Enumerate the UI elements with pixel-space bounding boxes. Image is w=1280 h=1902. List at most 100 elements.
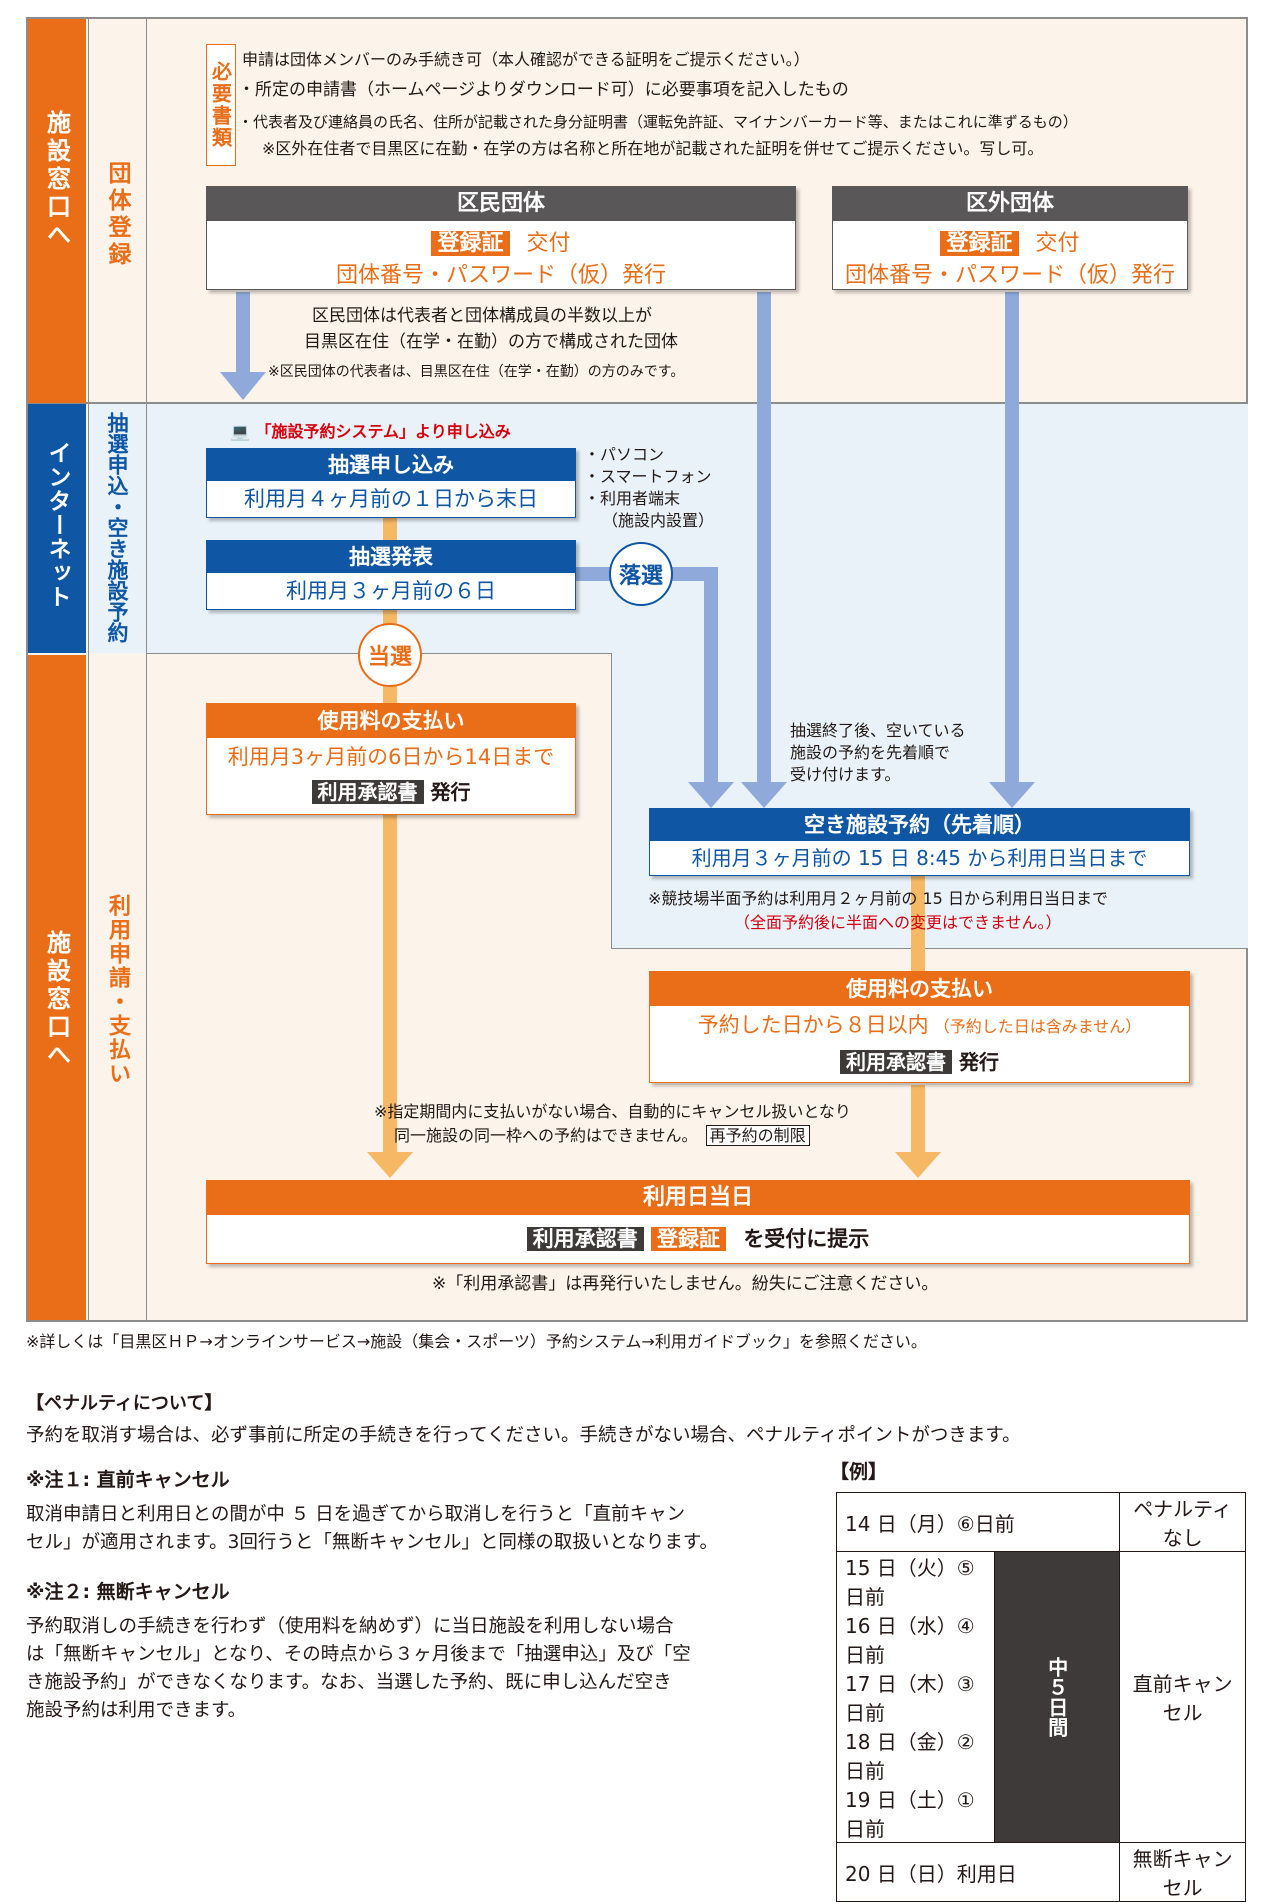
example-date: 20 日（日）利用日 [835,1842,1121,1902]
example-table: 14 日（月）⑥日前 ペナルティなし 15 日（火）⑤日前 中５日間 直前キャン… [835,1492,1246,1902]
stage-column-divider [146,19,147,1320]
internet-band [88,403,1248,653]
mid-days-label: 中５日間 [994,1551,1121,1843]
example-row: 20 日（日）利用日 無断キャンセル [835,1842,1246,1902]
use-day-line: 利用承認書 登録証 を受付に提示 [207,1215,1189,1263]
arrow-resident-vacancy-head [741,782,787,808]
payment2-box: 使用料の支払い 予約した日から８日以内 （予約した日は含みません） 利用承認書 … [649,971,1190,1083]
payment2-title: 使用料の支払い [650,972,1189,1006]
example-date: 18 日（金）②日前 [835,1726,996,1784]
use-day-title: 利用日当日 [207,1181,1189,1215]
arrow-outside-vacancy [1005,292,1019,784]
use-day-text: を受付に提示 [743,1227,870,1251]
lottery-apply-period: 利用月４ヶ月前の１日から末日 [244,487,538,511]
example-date: 15 日（火）⑤日前 [835,1551,996,1610]
vacancy-note-half: ※競技場半面予約は利用月２ヶ月前の 15 日から利用日当日まで [648,889,1108,908]
flow-arrows [220,292,1035,1178]
sidebar-label-middle: インターネット [44,441,70,609]
band-divider-top [28,402,1248,404]
stage-apply-pay: 利用申請・支払い [105,894,130,1086]
arrow-orange-pay1 [383,815,397,1155]
example-result: ペナルティなし [1119,1492,1246,1552]
resident-group-cert: 登録証 [431,231,510,256]
note2-line3: き施設予約」ができなくなります。なお、当選した予約、既に申し込んだ空き [26,1672,672,1693]
payment1-title: 使用料の支払い [207,704,575,738]
outside-group-cert-line: 登録証 交付 [833,225,1187,257]
stage-lottery: 抽選申込・空き施設予約 [105,412,129,643]
note2-line1: 予約取消しの手続きを行わず（使用料を納めず）に当日施設を利用しない場合 [26,1616,674,1637]
lottery-result-title: 抽選発表 [207,541,575,573]
required-line-2: ・所定の申請書（ホームページよりダウンロード可）に必要事項を記入したもの [238,80,849,100]
outside-group-box: 区外団体 登録証 交付 団体番号・パスワード（仮）発行 [832,186,1188,290]
use-day-doc: 利用承認書 [526,1227,644,1251]
payment1-doc: 利用承認書 [311,780,424,804]
payment2-period-line: 予約した日から８日以内 （予約した日は含みません） [650,1006,1189,1046]
penalty-heading: 【ペナルティについて】 [26,1393,223,1414]
sidebar-top [28,19,86,403]
resident-note-3: ※区民団体の代表者は、目黒区在住（在学・在勤）の方のみです。 [268,364,685,380]
system-label-text: 「施設予約システム」より申し込み [255,422,511,441]
note1-line2: セル」が適用されます。3回行うと「無断キャンセル」と同様の取扱いとなります。 [26,1532,719,1553]
vacancy-note-change: （全面予約後に半面への変更はできません。） [734,913,1062,932]
vacancy-title: 空き施設予約（先着順） [650,809,1189,841]
lottery-result-date: 利用月３ヶ月前の６日 [286,579,496,603]
payment2-period: 予約した日から８日以内 [697,1013,929,1037]
device-terminal-note: （施設内設置） [602,511,715,530]
resident-group-number: 団体番号・パスワード（仮）発行 [335,263,666,288]
device-terminal: ・利用者端末 [584,489,681,508]
sidebar-label-top: 施設窓口へ [42,110,71,250]
payment2-doc: 利用承認書 [840,1050,953,1074]
outside-group-issue: 交付 [1035,231,1080,256]
arrow-resident-down [236,292,250,372]
lottery-apply-title: 抽選申し込み [207,449,575,481]
example-row: 15 日（火）⑤日前 中５日間 直前キャンセル [835,1551,1246,1843]
mid-days-result: 直前キャンセル [1119,1551,1246,1843]
won-badge: 当選 [358,623,422,687]
arrow-orange-pay2 [911,1085,925,1155]
use-day-cert: 登録証 [651,1227,726,1251]
stage-registration: 団体登録 [104,161,130,269]
outside-group-cert: 登録証 [940,231,1019,256]
arrow-orange-lottery [383,517,397,545]
footer-reference: ※詳しくは「目黒区ＨＰ→オンラインサービス→施設（集会・スポーツ）予約システム→… [26,1332,927,1351]
arrow-resident-vacancy [757,292,771,784]
stage-column-divider-2 [88,19,89,1320]
payment2-period-note: （予約した日は含みません） [933,1017,1142,1036]
resident-group-title: 区民団体 [207,187,795,221]
payment1-box: 使用料の支払い 利用月3ヶ月前の6日から14日まで 利用承認書 発行 [206,703,576,815]
lottery-apply-box: 抽選申し込み 利用月４ヶ月前の１日から末日 [206,448,576,518]
penalty-intro: 予約を取消す場合は、必ず事前に所定の手続きを行ってください。手続きがない場合、ペ… [26,1425,1021,1446]
device-pc: ・パソコン [584,445,665,464]
vacancy-period: 利用月３ヶ月前の 15 日 8:45 から利用日当日まで [691,846,1148,870]
payment2-issue: 発行 [958,1050,999,1074]
example-row: 16 日（水）④日前 [835,1610,1246,1668]
payment2-doc-line: 利用承認書 発行 [650,1046,1189,1075]
example-date: 16 日（水）④日前 [835,1610,996,1668]
example-row: 17 日（木）③日前 [835,1668,1246,1726]
outside-group-number: 団体番号・パスワード（仮）発行 [844,263,1175,288]
resident-note-2: 目黒区在住（在学・在勤）の方で構成された団体 [304,332,678,352]
resident-group-cert-line: 登録証 交付 [207,225,795,257]
example-result: 無断キャンセル [1119,1842,1246,1902]
resident-group-box: 区民団体 登録証 交付 団体番号・パスワード（仮）発行 [206,186,796,290]
vacancy-note-2: 施設の予約を先着順で [790,743,951,762]
cancel-note-2: 同一施設の同一枠への予約はできません。 [394,1126,698,1145]
lost-badge: 落選 [609,542,673,606]
vacancy-note-1: 抽選終了後、空いている [790,721,966,740]
sidebar-bottom [28,655,86,1320]
example-row: 14 日（月）⑥日前 ペナルティなし [835,1492,1246,1552]
sidebar-middle [28,404,86,653]
cancel-note-2-line: 同一施設の同一枠への予約はできません。 再予約の制限 [394,1123,810,1148]
example-label: 【例】 [830,1461,888,1483]
use-day-note: ※「利用承認書」は再発行いたしません。紛失にご注意ください。 [432,1274,939,1294]
payment1-doc-line: 利用承認書 発行 [207,776,575,805]
arrow-orange-vacancy [911,876,925,971]
payment1-issue: 発行 [430,780,471,804]
rebooking-limit-tag: 再予約の制限 [705,1125,810,1146]
note2-title: ※注２: 無断キャンセル [26,1581,230,1603]
required-docs-label: 必要書類 [206,44,236,166]
arrow-orange-pay1-head [367,1152,413,1178]
cancel-note-1: ※指定期間内に支払いがない場合、自動的にキャンセル扱いとなり [374,1102,851,1121]
example-date: 17 日（木）③日前 [835,1668,996,1726]
example-date: 19 日（土）①日前 [835,1784,996,1843]
